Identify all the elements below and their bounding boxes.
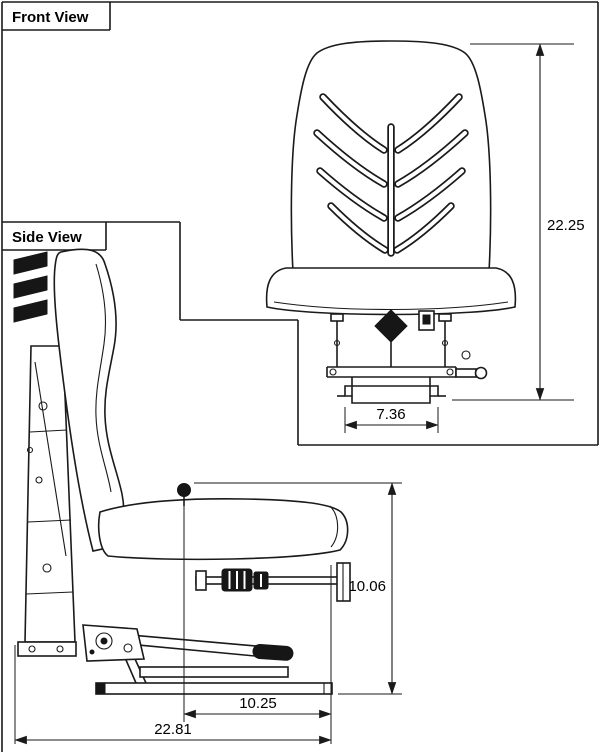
front-link	[125, 659, 137, 684]
dimension-side-seat-height: 10.06	[194, 482, 402, 695]
spring-band	[13, 251, 48, 275]
pivot-center	[100, 637, 108, 645]
dimension-value-overall-length: 22.81	[154, 721, 192, 738]
pivot-hole	[123, 643, 133, 653]
side-view-label: Side View	[12, 229, 82, 246]
adjust-knob-end	[474, 366, 488, 380]
front-view-label: Front View	[12, 9, 89, 26]
tower-hole	[35, 476, 43, 484]
front-suspension	[326, 309, 488, 404]
frame-bolt-right	[446, 368, 454, 376]
tower-rib	[29, 429, 68, 433]
dimension-value-overall-height: 22.25	[547, 217, 585, 234]
tower-bolt	[26, 446, 34, 454]
strut-mount-right	[438, 313, 452, 322]
front-view-drawing	[265, 40, 517, 404]
floor-rail	[95, 682, 333, 695]
frame-bolt-upper-right	[461, 350, 471, 360]
dimension-value-base-width: 7.36	[376, 406, 405, 423]
foot-bolt	[56, 645, 64, 653]
spring-bands	[13, 251, 48, 323]
dimension-front-overall-height: 22.25	[452, 43, 585, 401]
slide-rail-assembly	[195, 562, 351, 602]
slide-rod	[195, 576, 343, 585]
tower-brace	[34, 361, 67, 557]
strut-bolt-right	[441, 339, 449, 347]
lever-grip	[252, 643, 294, 661]
strut-mount-left	[330, 313, 344, 322]
side-view-drawing	[13, 248, 351, 695]
frame-bolt-left	[329, 368, 337, 376]
floor-rail-end-cap	[95, 682, 106, 695]
mid-rail	[139, 666, 289, 678]
dimension-value-base-length: 10.25	[239, 695, 277, 712]
knob-ball	[177, 483, 191, 497]
chevron-stitch-pattern	[313, 93, 469, 257]
tower-hole	[38, 401, 48, 411]
slide-bracket-left	[195, 570, 207, 591]
adjust-knob-shaft	[455, 368, 477, 378]
side-backrest-seam	[95, 263, 112, 493]
tower-foot	[17, 641, 77, 657]
spring-band	[13, 275, 48, 299]
pivot-ring	[95, 632, 113, 650]
pivot-plate	[82, 624, 146, 662]
tower-rib	[27, 519, 72, 523]
switch-button	[422, 314, 431, 325]
tower-rib	[25, 591, 74, 595]
pivot-bolt	[89, 649, 95, 655]
dimension-value-seat-height: 10.06	[348, 578, 386, 595]
dimension-side-overall-length: 22.81	[14, 645, 332, 745]
adjuster-ball-knob	[177, 483, 191, 506]
side-cushion	[97, 498, 349, 561]
side-cushion-seam	[329, 505, 339, 548]
strut-bolt-left	[333, 339, 341, 347]
dimension-front-base-width: 7.36	[344, 406, 439, 433]
base-channel	[344, 385, 439, 404]
base-mechanism	[17, 624, 333, 695]
foot-bolt	[28, 645, 36, 653]
front-cushion	[265, 267, 517, 316]
dimension-side-base-length: 10.25	[183, 500, 332, 744]
tower-hole	[42, 563, 52, 573]
spring-band	[13, 299, 48, 323]
